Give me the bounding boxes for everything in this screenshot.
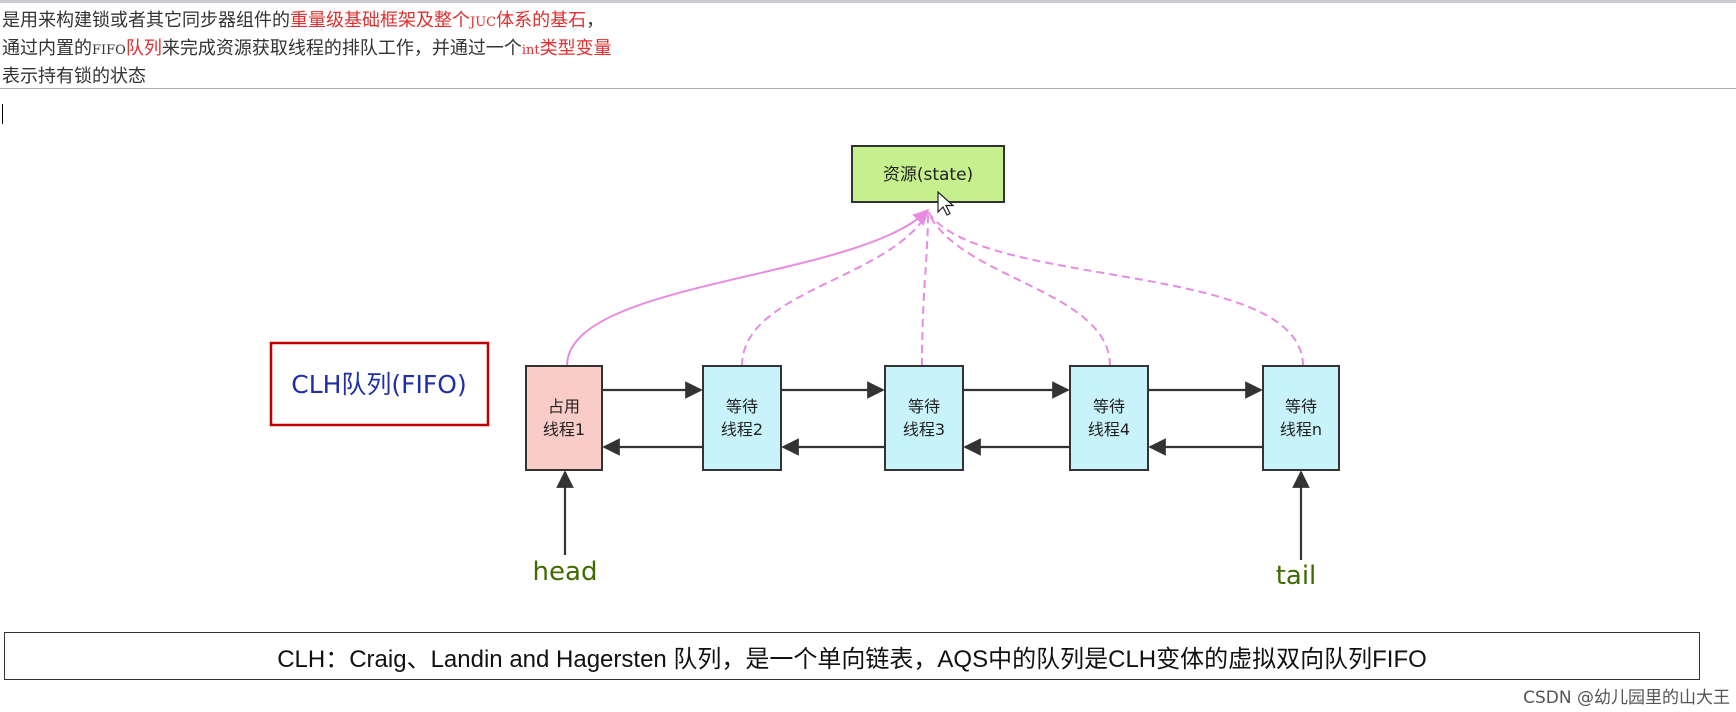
line1-highlight: 重量级基础框架及整个JUC体系的基石 bbox=[290, 10, 586, 31]
line1-prefix: 是用来构建锁或者其它同步器组件的 bbox=[2, 10, 290, 31]
resource-rect bbox=[851, 145, 1005, 203]
node-1-rect bbox=[525, 365, 603, 471]
line2-highlight-rest: 类型变量 bbox=[539, 38, 612, 59]
node-3-thread: 线程3 bbox=[903, 420, 945, 439]
description-line-3: 表示持有锁的状态 bbox=[2, 66, 146, 87]
line1-highlight-rest: 体系的基石 bbox=[496, 10, 587, 31]
head-pointer: head bbox=[533, 470, 598, 587]
link-node2-resource bbox=[741, 211, 929, 367]
node-n-rect bbox=[1262, 365, 1340, 471]
clh-label-box: CLH队列(FIFO) bbox=[269, 341, 490, 427]
node-3-status: 等待 bbox=[908, 397, 940, 416]
line1-highlight-small: JUC bbox=[470, 15, 497, 30]
clh-definition-text: CLH：Craig、Landin and Hagersten 队列，是一个单向链… bbox=[277, 645, 1427, 673]
description-text: 是用来构建锁或者其它同步器组件的重量级基础框架及整个JUC体系的基石， 通过内置… bbox=[0, 3, 1736, 89]
clh-definition-box: CLH：Craig、Landin and Hagersten 队列，是一个单向链… bbox=[4, 632, 1700, 680]
clh-diagram: 资源(state) CLH队列(FIFO) 占用 线程1 等待 线程2 bbox=[0, 90, 1736, 630]
line2-small: FIFO bbox=[92, 43, 126, 58]
node-4-thread: 线程4 bbox=[1088, 420, 1130, 439]
link-node4-resource bbox=[927, 211, 1111, 367]
line1-suffix: ， bbox=[586, 10, 605, 31]
clh-label: CLH队列(FIFO) bbox=[291, 370, 467, 399]
queue-node-n: 等待 线程n bbox=[1262, 365, 1340, 471]
head-label: head bbox=[533, 557, 598, 587]
link-node1-resource bbox=[566, 208, 930, 367]
line2-highlight-small: int bbox=[521, 43, 540, 58]
node-3-rect bbox=[884, 365, 964, 471]
queue-node-4: 等待 线程4 bbox=[1069, 365, 1149, 471]
queue-node-1: 占用 线程1 bbox=[525, 365, 603, 471]
node-2-rect bbox=[702, 365, 782, 471]
clh-label-border bbox=[269, 341, 490, 427]
node-n-thread: 线程n bbox=[1280, 420, 1322, 439]
resource-box: 资源(state) bbox=[851, 145, 1005, 216]
node-1-thread: 线程1 bbox=[543, 420, 585, 439]
tail-pointer: tail bbox=[1276, 470, 1317, 591]
node-1-status: 占用 bbox=[548, 397, 580, 416]
node-2-status: 等待 bbox=[726, 397, 758, 416]
tail-label: tail bbox=[1276, 561, 1317, 591]
description-line-1: 是用来构建锁或者其它同步器组件的重量级基础框架及整个JUC体系的基石， bbox=[2, 8, 1736, 36]
node-n-status: 等待 bbox=[1285, 397, 1317, 416]
queue-node-2: 等待 线程2 bbox=[702, 365, 782, 471]
node-4-rect bbox=[1069, 365, 1149, 471]
resource-label: 资源(state) bbox=[883, 165, 973, 185]
line2-highlight: 队列 bbox=[125, 38, 162, 59]
line1-highlight-text: 重量级基础框架及整个 bbox=[290, 10, 470, 31]
diagram-canvas: 资源(state) CLH队列(FIFO) 占用 线程1 等待 线程2 bbox=[269, 145, 1340, 591]
queue-node-3: 等待 线程3 bbox=[884, 365, 964, 471]
line2-middle: 来完成资源获取线程的排队工作，并通过一个 bbox=[161, 38, 522, 59]
top-border bbox=[0, 0, 1736, 3]
resource-links bbox=[566, 208, 1304, 367]
node-4-status: 等待 bbox=[1093, 397, 1125, 416]
node-2-thread: 线程2 bbox=[721, 420, 763, 439]
line2-prefix: 通过内置的 bbox=[2, 38, 92, 59]
mouse-cursor-icon bbox=[937, 190, 955, 216]
link-node5-resource bbox=[927, 211, 1304, 367]
link-node3-resource bbox=[921, 211, 929, 367]
text-caret bbox=[2, 104, 3, 124]
description-line-2: 通过内置的FIFO队列来完成资源获取线程的排队工作，并通过一个int类型变量 bbox=[2, 36, 1736, 64]
csdn-watermark: CSDN @幼儿园里的山大王 bbox=[1523, 688, 1730, 708]
line2-highlight-2: int类型变量 bbox=[522, 38, 612, 59]
